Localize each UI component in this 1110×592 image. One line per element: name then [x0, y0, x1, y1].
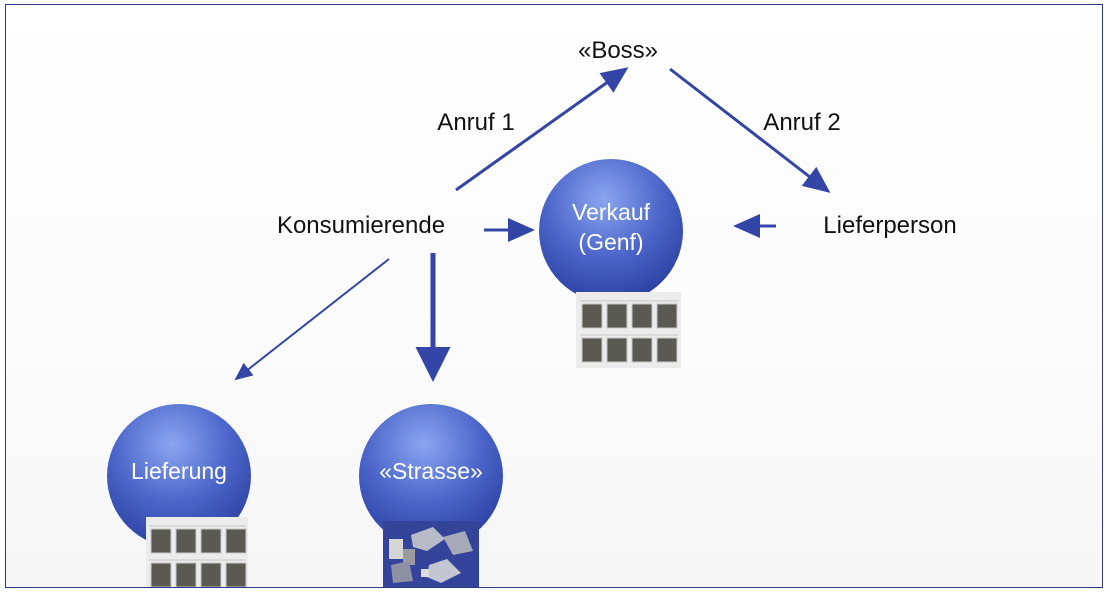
circle-lieferung	[107, 404, 251, 548]
circle-strasse	[359, 404, 503, 548]
arrow-boss-to-lieferperson	[669, 67, 831, 193]
flow-diagram	[107, 67, 831, 548]
edge-label-anruf2: Anruf 2	[763, 109, 841, 136]
packets-grid-icon-2	[146, 517, 248, 587]
street-wraps-photo-strasse	[383, 521, 479, 587]
street-wraps-icon	[383, 521, 479, 587]
drug-packets-photo-verkauf	[576, 292, 681, 368]
edge-label-anruf1: Anruf 1	[437, 109, 515, 136]
packets-grid-icon	[576, 292, 681, 368]
circle-label-strasse: «Strasse»	[379, 458, 483, 484]
node-lieferperson: Lieferperson	[823, 212, 957, 239]
drug-packets-photo-lieferung	[146, 517, 248, 587]
circle-label-verkauf: Verkauf (Genf)	[572, 197, 650, 257]
circle-label-verkauf-line1: Verkauf	[572, 199, 650, 225]
arrow-konsumierende-to-lieferung	[234, 258, 390, 381]
node-konsumierende: Konsumierende	[276, 212, 446, 239]
node-boss: «Boss»	[577, 37, 659, 64]
diagram-frame: «Boss» Konsumierende Lieferperson Anruf …	[5, 4, 1103, 588]
circle-label-verkauf-line2: (Genf)	[578, 229, 644, 255]
circle-label-lieferung: Lieferung	[131, 458, 227, 484]
circle-verkauf	[539, 159, 683, 303]
arrow-konsumierende-to-boss	[455, 67, 629, 192]
